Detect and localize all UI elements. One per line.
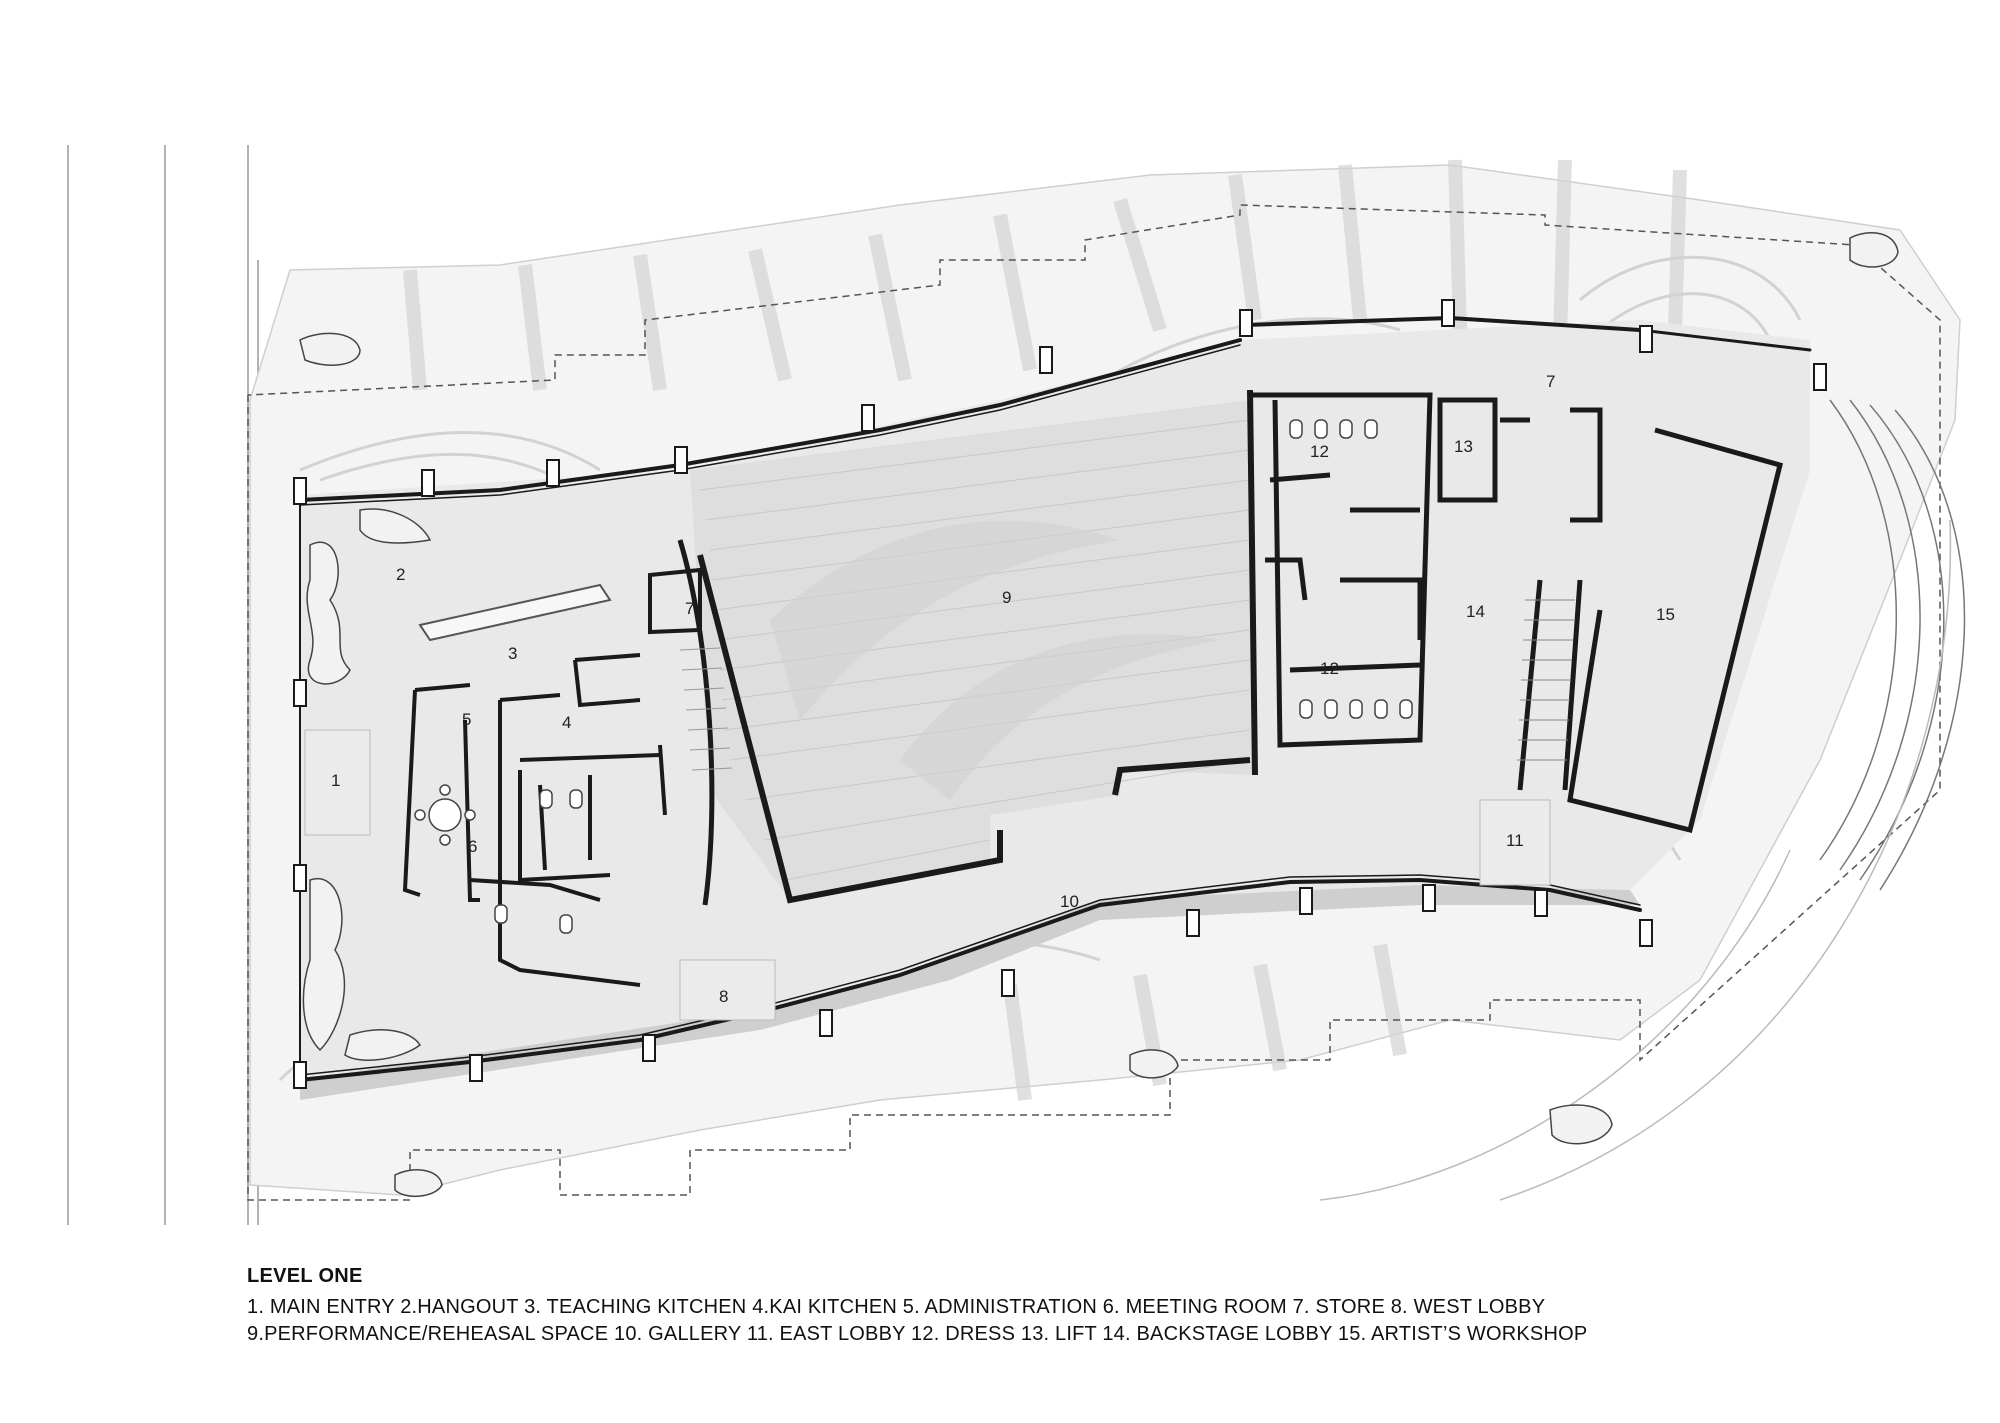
entry-mat (304, 729, 371, 836)
meeting-table (414, 784, 476, 846)
legend: LEVEL ONE 1. MAIN ENTRY 2.HANGOUT 3. TEA… (247, 1265, 1947, 1348)
room-label-backstage-lobby: 14 (1466, 602, 1485, 621)
west-curved-wall (648, 539, 715, 906)
room-label-teaching-kitchen: 3 (508, 644, 517, 663)
room-label-administration: 5 (462, 710, 471, 729)
legend-title: LEVEL ONE (247, 1265, 363, 1287)
room-label-west-lobby: 8 (719, 987, 728, 1006)
wc-fixtures (494, 419, 1413, 934)
room-label-dress-south: 12 (1320, 659, 1339, 678)
room-labels: 1 2 3 4 5 6 7 8 9 10 11 12 12 13 7 14 15 (331, 372, 1675, 1006)
room-label-gallery: 10 (1060, 892, 1079, 911)
room-label-east-lobby: 11 (1506, 831, 1524, 850)
west-block (402, 653, 667, 987)
room-label-kai-kitchen: 4 (562, 713, 571, 732)
amphitheatre-steps (1319, 399, 1966, 1201)
room-label-performance-space: 9 (1002, 588, 1011, 607)
west-lobby-rug (679, 959, 776, 1021)
legend-line-2: 9.PERFORMANCE/REHEASAL SPACE 10. GALLERY… (247, 1323, 1588, 1345)
room-label-main-entry: 1 (331, 771, 340, 790)
site-boundary-lines (67, 145, 259, 1225)
east-block (1250, 392, 1784, 834)
room-label-meeting-room: 6 (468, 837, 477, 856)
legend-line-1: 1. MAIN ENTRY 2.HANGOUT 3. TEACHING KITC… (247, 1296, 1546, 1318)
room-label-store-west: 7 (685, 599, 694, 618)
room-label-artists-workshop: 15 (1656, 605, 1675, 624)
building-floor (300, 320, 1810, 1100)
room-label-dress-north: 12 (1310, 442, 1329, 461)
room-label-lift: 13 (1454, 437, 1473, 456)
kitchen-counter (418, 583, 612, 642)
backstage-stair (1517, 599, 1575, 761)
planters (299, 231, 1899, 1197)
column-markers (293, 299, 1827, 1089)
east-lobby-rug (1479, 799, 1551, 886)
exterior-walls (298, 315, 1812, 1082)
performance-walls (697, 389, 1258, 904)
west-stair (679, 647, 733, 771)
room-label-store-east: 7 (1546, 372, 1555, 391)
room-label-hangout: 2 (396, 565, 405, 584)
